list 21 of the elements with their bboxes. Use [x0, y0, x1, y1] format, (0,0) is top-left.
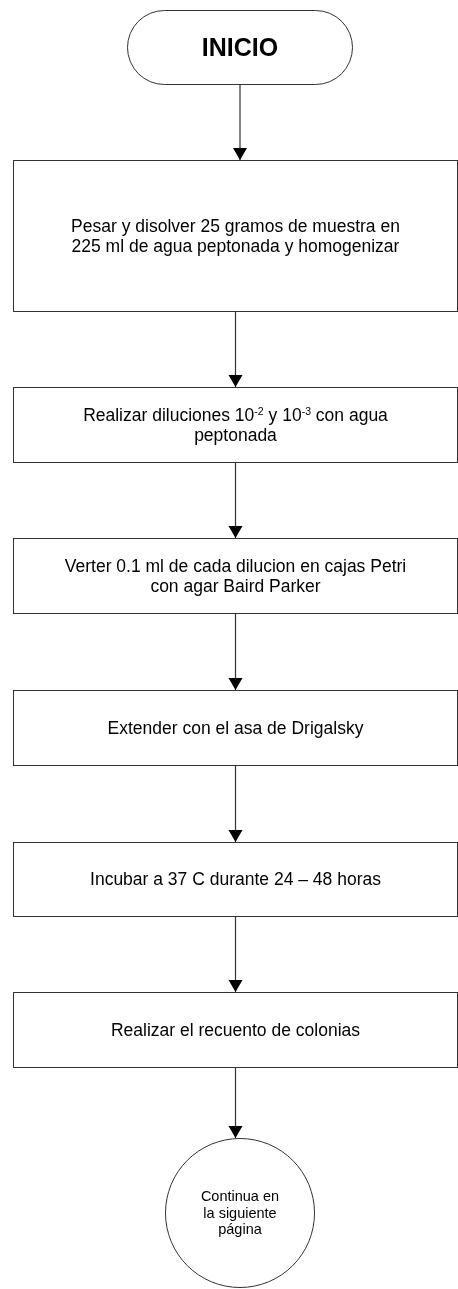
step-text: Verter 0.1 ml de cada dilucion en cajas Petri con agar Baird Parker — [63, 555, 408, 597]
process-box — [13, 992, 458, 1068]
arrow — [228, 1067, 243, 1139]
arrow — [228, 613, 243, 691]
step-text: Extender con el asa de Drigalsky — [107, 717, 364, 739]
arrow — [228, 765, 243, 843]
process-box — [13, 387, 458, 463]
process-box — [13, 690, 458, 766]
arrow — [228, 462, 243, 539]
step-text: Realizar el recuento de colonias — [110, 1019, 360, 1041]
arrow — [228, 916, 243, 993]
step-text: INICIO — [201, 33, 279, 62]
arrow — [233, 84, 247, 161]
process-box — [13, 842, 458, 917]
process-box — [13, 538, 458, 614]
arrow — [228, 311, 243, 388]
step-text: Realizar diluciones 10$^{-2}$ y 10$^{-3}$ con agua peptonada — [82, 404, 389, 446]
process-box — [13, 160, 458, 312]
step-text: Continua en la siguiente página — [199, 1187, 281, 1239]
step-text: Incubar a 37 C durante 24 – 48 horas — [90, 869, 381, 890]
step-text: Pesar y disolver 25 gramos de muestra en 225 ml de agua peptonada y homogenizar — [70, 215, 401, 257]
